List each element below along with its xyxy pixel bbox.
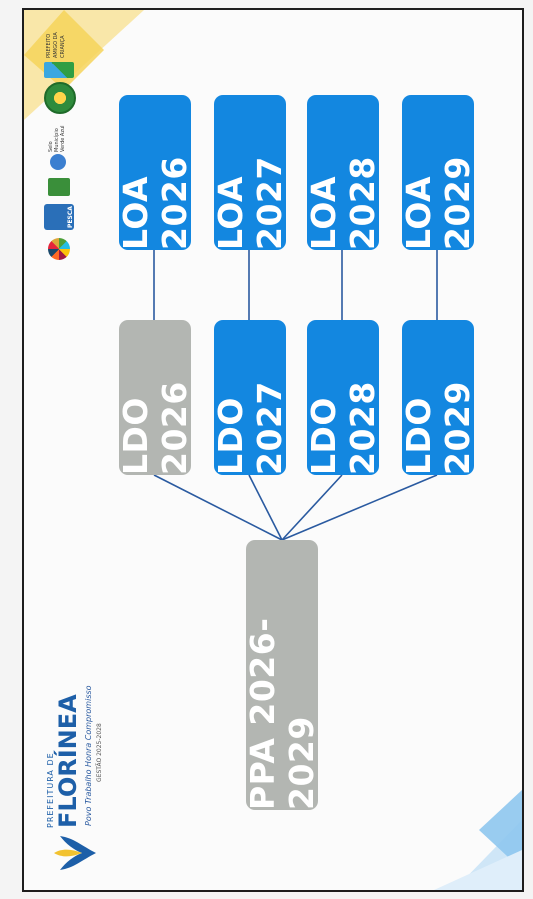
ods-wheel-icon [48, 238, 70, 260]
selo-label: Selo Município Verde Azul [48, 125, 66, 152]
loa-node-2029: LOA 2029 [399, 95, 477, 250]
connector-ppa-ldo-2029 [281, 474, 438, 541]
prefeito-amigo-label: PREFEITO AMIGO DA CRIANÇA [46, 32, 66, 58]
ldo-node-2028: LDO 2028 [304, 320, 382, 475]
connector-ppa-ldo-2026 [153, 474, 283, 541]
green-square-icon [48, 178, 70, 196]
partner-logos: PESCA Selo Município Verde Azul PREFEITO… [30, 20, 90, 270]
blue-diamond [479, 790, 522, 870]
ldo-node-2029: LDO 2029 [399, 320, 477, 475]
ldo-label: LDO 2028 [304, 381, 382, 475]
prefeito-amigo-badge: PREFEITO AMIGO DA CRIANÇA [40, 22, 80, 78]
connector-ppa-ldo-2027 [248, 474, 283, 541]
connector-lines [153, 250, 438, 541]
ldo-label: LDO 2027 [211, 381, 289, 475]
selo-circle-icon [50, 154, 66, 170]
ldo-node-2027: LDO 2027 [211, 320, 289, 475]
slide-content: PPA 2026-2029 LDO 2026 LDO 2027 LDO 2028… [24, 10, 522, 890]
amigo-crianca-icon [44, 62, 74, 78]
ldo-label: LDO 2026 [116, 381, 194, 475]
loa-label: LOA 2029 [399, 156, 477, 250]
connector-ppa-ldo-2028 [281, 474, 343, 541]
flower-logo-icon [54, 836, 96, 870]
term-label: GESTÃO 2025-2028 [96, 723, 103, 782]
slide: PPA 2026-2029 LDO 2026 LDO 2027 LDO 2028… [22, 8, 524, 892]
florinea-logo: PREFEITURA DE FLORÍNEA Povo Trabalho Hon… [40, 652, 110, 872]
selo-badge: Selo Município Verde Azul [44, 122, 74, 170]
loa-node-2026: LOA 2026 [116, 95, 194, 250]
loa-node-2028: LOA 2028 [304, 95, 382, 250]
pesca-badge: PESCA [44, 204, 74, 230]
blue-corner-light [434, 850, 522, 890]
loa-label: LOA 2027 [211, 156, 289, 250]
loa-label: LOA 2028 [304, 156, 382, 250]
slogan: Povo Trabalho Honra Compromisso [84, 685, 93, 826]
ppa-node: PPA 2026-2029 [243, 540, 321, 810]
ldo-node-2026: LDO 2026 [116, 320, 194, 475]
loa-node-2027: LOA 2027 [211, 95, 289, 250]
pesca-label: PESCA [67, 206, 74, 228]
loa-label: LOA 2026 [116, 156, 194, 250]
ldo-label: LDO 2029 [399, 381, 477, 475]
ppa-label: PPA 2026-2029 [243, 617, 321, 810]
city-name: FLORÍNEA [54, 694, 82, 828]
round-seal-icon [44, 82, 76, 114]
